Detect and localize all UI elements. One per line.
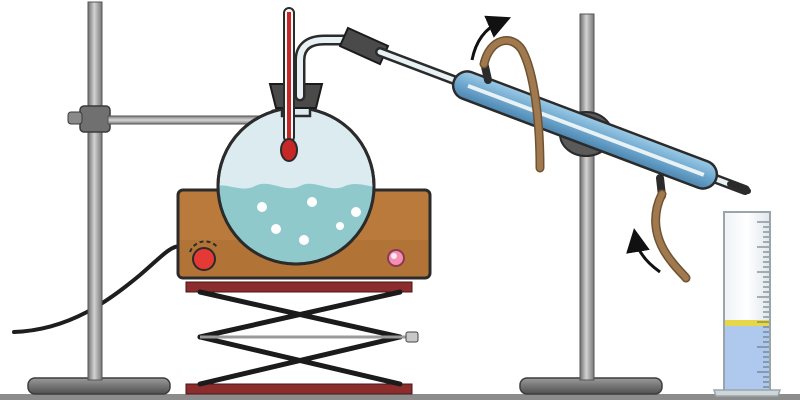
water-in-arrow-icon [626, 228, 661, 274]
boiling-bubble [307, 197, 317, 207]
right-stand-rod [579, 13, 595, 381]
thermometer [280, 7, 298, 162]
boiling-bubble [271, 224, 281, 234]
right-retort-stand [519, 13, 663, 395]
cylinder-foot [712, 389, 782, 397]
delivery-tip [727, 181, 751, 194]
cylinder-meniscus-band [725, 320, 769, 326]
graduated-cylinder [712, 211, 782, 397]
thermometer-bulb [280, 138, 298, 162]
liebig-condenser [375, 47, 750, 200]
thermometer-mercury [287, 12, 291, 144]
water-out-arrow-icon [470, 15, 512, 61]
boiling-bubble [336, 222, 344, 230]
left-stand-rod [87, 1, 103, 381]
left-boss-head [79, 105, 111, 133]
hot-plate-knob [192, 247, 216, 271]
boiling-bubble [257, 202, 267, 212]
power-cable [12, 244, 182, 334]
left-boss-screw [67, 111, 83, 125]
adapter-rubber-joint [338, 26, 390, 66]
jack-knob [405, 331, 419, 343]
boiling-bubble [351, 207, 361, 217]
jack-bottom-plate [185, 383, 413, 395]
scissor-lab-jack [185, 281, 419, 395]
cylinder-distillate [725, 324, 769, 390]
round-bottom-flask [216, 96, 376, 266]
jack-top-plate [185, 281, 413, 293]
jack-scissor-arms [197, 289, 403, 387]
boiling-bubble [299, 235, 309, 245]
bench-surface [0, 394, 800, 400]
cylinder-graduations [757, 221, 769, 388]
hot-plate-knob-dial-marks [189, 240, 219, 253]
